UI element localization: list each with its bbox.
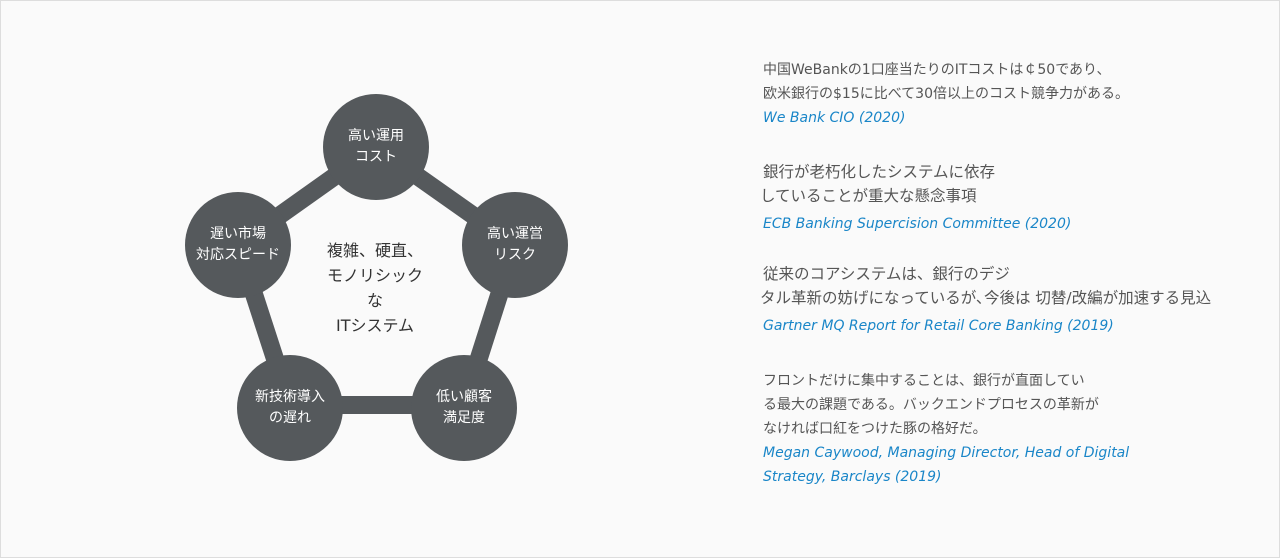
node-label: 低い顧客 xyxy=(436,389,492,405)
quote-text: 従来のコアシステムは、銀行のデジ xyxy=(763,265,1010,283)
quote-text: タル革新の妨げになっているが､今後は 切替/改編が加速する見込 xyxy=(760,289,1212,307)
quote-source: Megan Caywood, Managing Director, Head o… xyxy=(763,445,1130,461)
quote-source: Gartner MQ Report for Retail Core Bankin… xyxy=(763,318,1114,334)
node-low-customer-satisfaction: 低い顧客 満足度 xyxy=(411,355,517,461)
center-label: 複雑、硬直、 モノリシック な ITシステム xyxy=(300,238,450,338)
center-line: な xyxy=(366,291,383,310)
quote-text: なければ口紅をつけた豚の格好だ。 xyxy=(763,421,987,437)
node-label: コスト xyxy=(355,149,397,165)
center-line: 複雑、硬直、 xyxy=(326,241,423,260)
node-label: 遅い市場 xyxy=(210,226,266,242)
node-high-operating-cost: 高い運用 コスト xyxy=(323,94,429,200)
node-label: リスク xyxy=(494,247,536,263)
quote-barclays: フロントだけに集中することは、銀行が直面してい る最大の課題である。バックエンド… xyxy=(763,369,1129,489)
node-label: 高い運用 xyxy=(348,128,404,144)
node-slow-tech-adoption: 新技術導入 の遅れ xyxy=(237,355,343,461)
node-high-operational-risk: 高い運営 リスク xyxy=(462,192,568,298)
node-label: 対応スピード xyxy=(196,247,280,263)
quote-text: していることが重大な懸念事項 xyxy=(760,187,977,205)
quote-source: Strategy, Barclays (2019) xyxy=(763,469,942,485)
quote-text: フロントだけに集中することは、銀行が直面してい xyxy=(763,373,1085,389)
node-slow-market-response: 遅い市場 対応スピード xyxy=(185,192,291,298)
quote-source: ECB Banking Supercision Committee (2020) xyxy=(763,216,1072,232)
center-line: モノリシック xyxy=(326,266,423,285)
quote-text: 欧米銀行の$15に比べて30倍以上のコスト競争力がある。 xyxy=(763,86,1129,102)
quote-webank: 中国WeBankの1口座当たりのITコストは￠50であり、 欧米銀行の$15に比… xyxy=(763,58,1129,130)
node-label: 高い運営 xyxy=(487,226,543,242)
node-label: 満足度 xyxy=(443,410,485,426)
quote-ecb: 銀行が老朽化したシステムに依存 していることが重大な懸念事項 ECB Banki… xyxy=(760,160,1072,236)
node-label: 新技術導入 xyxy=(255,389,325,405)
quote-text: る最大の課題である。バックエンドプロセスの革新が xyxy=(763,397,1099,413)
quote-source: We Bank CIO (2020) xyxy=(763,110,906,126)
node-label: の遅れ xyxy=(269,410,311,426)
quote-text: 中国WeBankの1口座当たりのITコストは￠50であり、 xyxy=(763,62,1111,78)
quote-text: 銀行が老朽化したシステムに依存 xyxy=(763,163,996,181)
center-line: ITシステム xyxy=(335,316,414,335)
quote-gartner: 従来のコアシステムは、銀行のデジ タル革新の妨げになっているが､今後は 切替/改… xyxy=(760,262,1212,338)
